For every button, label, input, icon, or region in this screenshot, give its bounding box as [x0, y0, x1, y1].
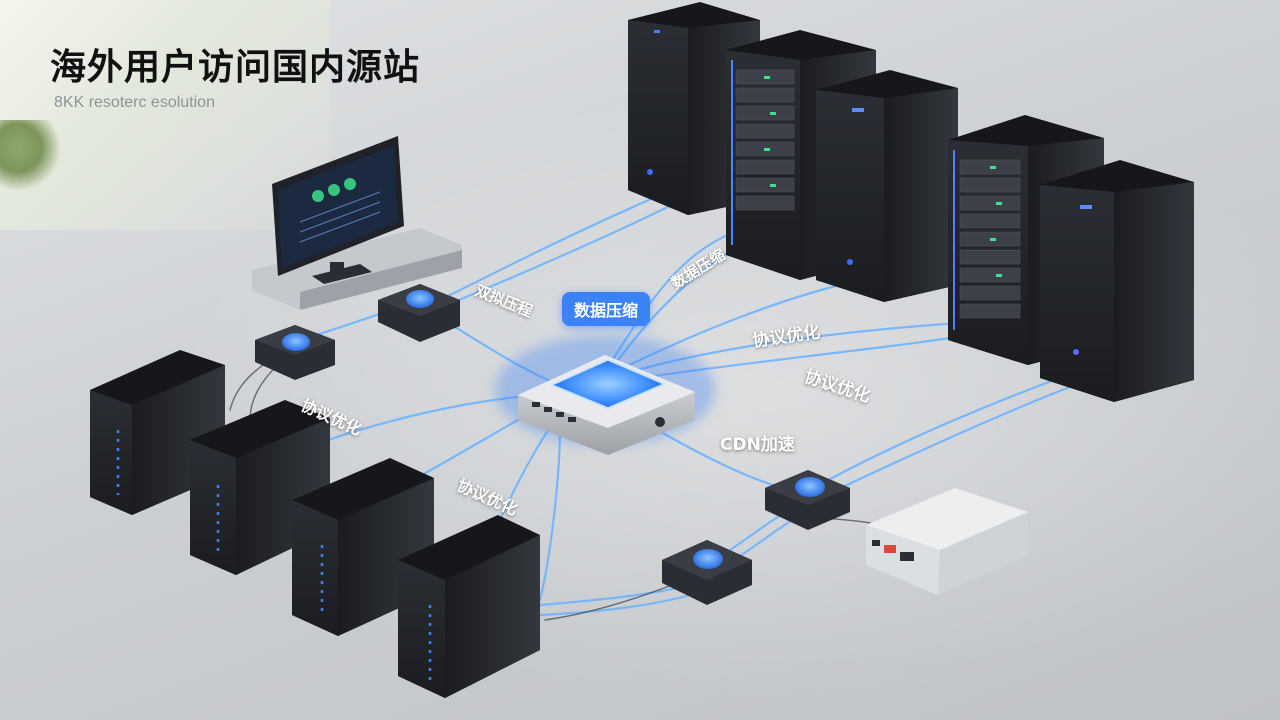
data-compression-badge: 数据压缩	[562, 292, 651, 326]
switch-node-1	[255, 325, 335, 380]
page-title: 海外用户访问国内源站	[50, 47, 421, 88]
mini-pc	[866, 488, 1028, 595]
server-tower-5	[1040, 160, 1194, 402]
server-tower-3	[816, 70, 958, 302]
label-cdn-accel: CDN加速	[720, 435, 795, 455]
central-compression-hub	[495, 335, 715, 455]
page-subtitle: 8KK resoterc esolution	[54, 94, 215, 111]
monitor-workstation	[252, 136, 462, 310]
background-plant	[0, 120, 60, 190]
switch-node-2	[378, 284, 460, 342]
switch-node-4	[662, 540, 752, 605]
switch-node-3	[765, 470, 850, 530]
nas-box-4	[398, 515, 540, 698]
